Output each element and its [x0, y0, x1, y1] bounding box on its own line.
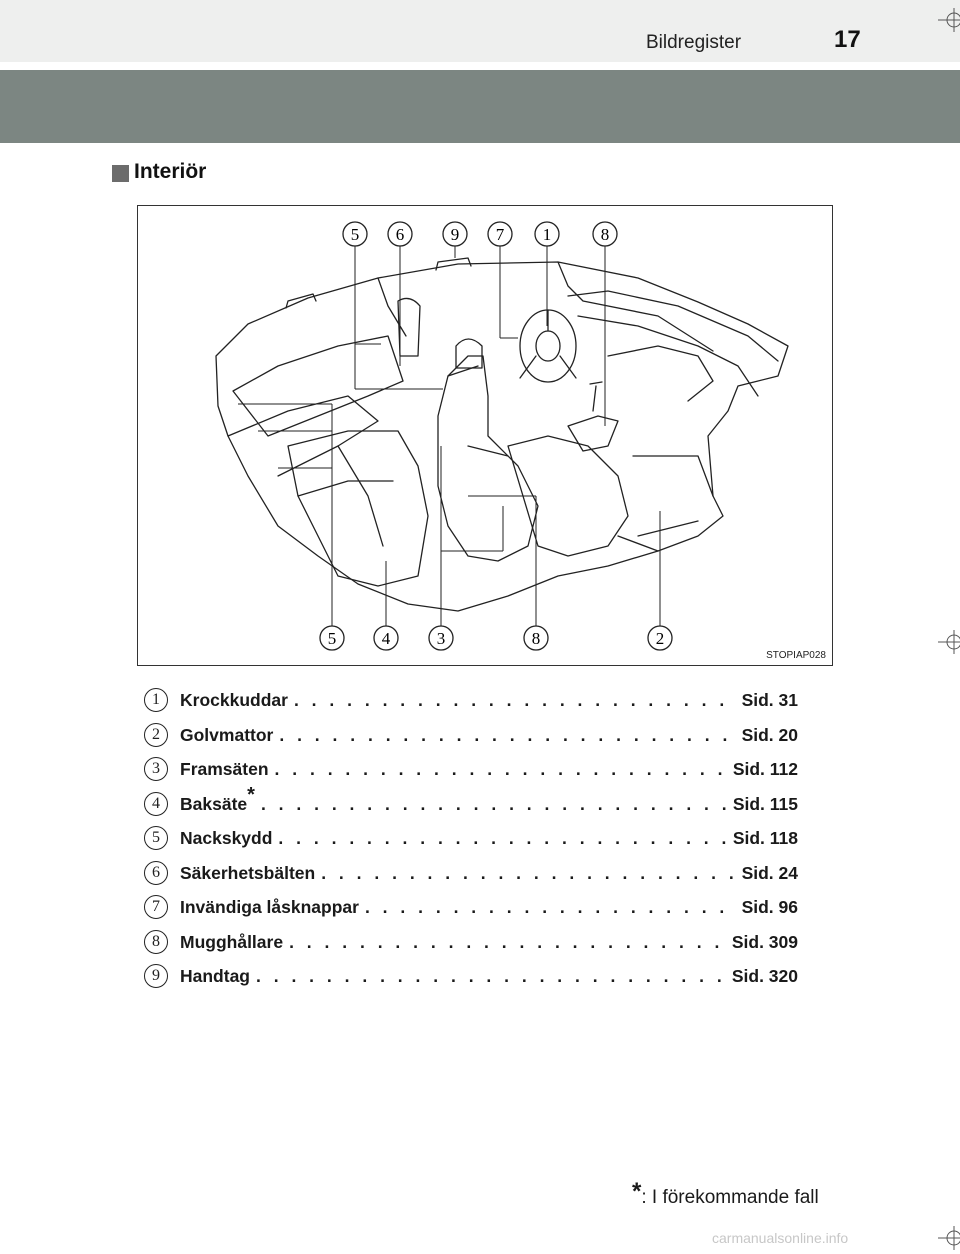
leader-dots — [275, 759, 727, 780]
leader-dots — [261, 794, 727, 815]
item-label: Krockkuddar — [180, 690, 288, 710]
item-label: Nackskydd — [180, 828, 273, 848]
item-number-badge: 2 — [144, 722, 168, 747]
figure-callout-label: 4 — [382, 629, 391, 648]
section-marker — [112, 165, 129, 182]
item-page-ref[interactable]: Sid. 320 — [731, 966, 798, 986]
list-item[interactable]: 4 Baksäte* Sid. 115 — [144, 783, 804, 822]
figure-callout: 5 — [319, 625, 345, 651]
item-number-badge: 6 — [144, 860, 168, 885]
list-item[interactable]: 8 Mugghållare Sid. 309 — [144, 929, 804, 960]
footnote-marker: * — [632, 1178, 642, 1205]
list-item[interactable]: 7 Invändiga låsknappar Sid. 96 — [144, 895, 804, 925]
footnote-text: : I förekommande fall — [641, 1187, 819, 1208]
figure-callout: 3 — [428, 625, 454, 651]
figure-callout: 5 — [342, 221, 368, 247]
item-number-badge: 7 — [144, 895, 168, 919]
figure-callout-label: 6 — [396, 225, 405, 244]
figure-callout-label: 2 — [656, 629, 665, 648]
car-interior-illustration: 5 6 9 7 1 8 5 — [215, 221, 789, 651]
list-item[interactable]: 3 Framsäten Sid. 112 — [144, 757, 804, 787]
item-label: Säkerhetsbälten — [180, 862, 316, 883]
list-item[interactable]: 9 Handtag Sid. 320 — [144, 964, 804, 994]
registration-mark-icon — [938, 8, 960, 32]
footnote: *: I förekommande fall — [632, 1178, 819, 1210]
figure-callout: 2 — [647, 625, 673, 651]
item-label: Invändiga låsknappar — [180, 897, 359, 917]
list-item[interactable]: 1 Krockkuddar Sid. 31 — [144, 688, 804, 718]
registration-mark-icon — [938, 630, 960, 654]
item-label: Baksäte* — [180, 783, 255, 814]
list-item[interactable]: 6 Säkerhetsbälten Sid. 24 — [144, 860, 804, 891]
figure-callout-label: 8 — [601, 225, 610, 244]
item-label: Framsäten — [180, 759, 269, 779]
item-number-badge: 5 — [144, 826, 168, 850]
figure-callout: 9 — [442, 221, 468, 247]
item-page-ref[interactable]: Sid. 24 — [741, 862, 798, 883]
figure-callout: 8 — [592, 221, 618, 247]
item-label: Handtag — [180, 966, 250, 986]
figure-callout: 1 — [534, 221, 560, 247]
figure-callout: 6 — [387, 221, 413, 247]
figure-callout-label: 1 — [543, 225, 552, 244]
figure-callout: 8 — [523, 625, 549, 651]
figure-callout-label: 7 — [496, 225, 505, 244]
interior-figure: 5 6 9 7 1 8 5 — [137, 205, 833, 666]
item-number-badge: 8 — [144, 929, 168, 954]
leader-dots — [289, 932, 726, 953]
item-label: Golvmattor — [180, 724, 274, 745]
leader-dots — [278, 828, 726, 849]
figure-callout-label: 9 — [451, 225, 460, 244]
item-number-badge: 9 — [144, 964, 168, 988]
leader-dots — [279, 725, 735, 746]
item-number-badge: 3 — [144, 757, 168, 781]
leader-dots — [365, 897, 736, 918]
list-item[interactable]: 5 Nackskydd Sid. 118 — [144, 826, 804, 856]
item-page-ref[interactable]: Sid. 118 — [732, 828, 798, 848]
figure-callout-label: 8 — [532, 629, 541, 648]
figure-callout-label: 5 — [328, 629, 337, 648]
registration-mark-icon — [938, 1226, 960, 1250]
leader-dots — [321, 863, 735, 884]
header-band — [0, 70, 960, 143]
leader-dots — [256, 966, 726, 987]
item-page-ref[interactable]: Sid. 115 — [732, 793, 798, 814]
figure-callout-label: 3 — [437, 629, 446, 648]
section-title: Interiör — [134, 160, 207, 183]
item-page-ref[interactable]: Sid. 31 — [741, 690, 798, 710]
header-title: Bildregister — [646, 32, 742, 53]
page-number: 17 — [834, 26, 861, 53]
list-item[interactable]: 2 Golvmattor Sid. 20 — [144, 722, 804, 753]
header-strip — [0, 0, 960, 62]
figure-callout-label: 5 — [351, 225, 360, 244]
figure-code: STOPIAP028 — [766, 650, 826, 661]
item-label: Mugghållare — [180, 931, 284, 952]
item-page-ref[interactable]: Sid. 112 — [732, 759, 798, 779]
watermark: carmanualsonline.info — [712, 1230, 849, 1246]
figure-callout: 4 — [373, 625, 399, 651]
item-number-badge: 1 — [144, 688, 168, 712]
item-page-ref[interactable]: Sid. 96 — [741, 897, 798, 917]
figure-callout: 7 — [487, 221, 513, 247]
item-number-badge: 4 — [144, 791, 168, 816]
item-page-ref[interactable]: Sid. 309 — [731, 931, 798, 952]
item-page-ref[interactable]: Sid. 20 — [741, 724, 798, 745]
leader-dots — [294, 690, 736, 711]
